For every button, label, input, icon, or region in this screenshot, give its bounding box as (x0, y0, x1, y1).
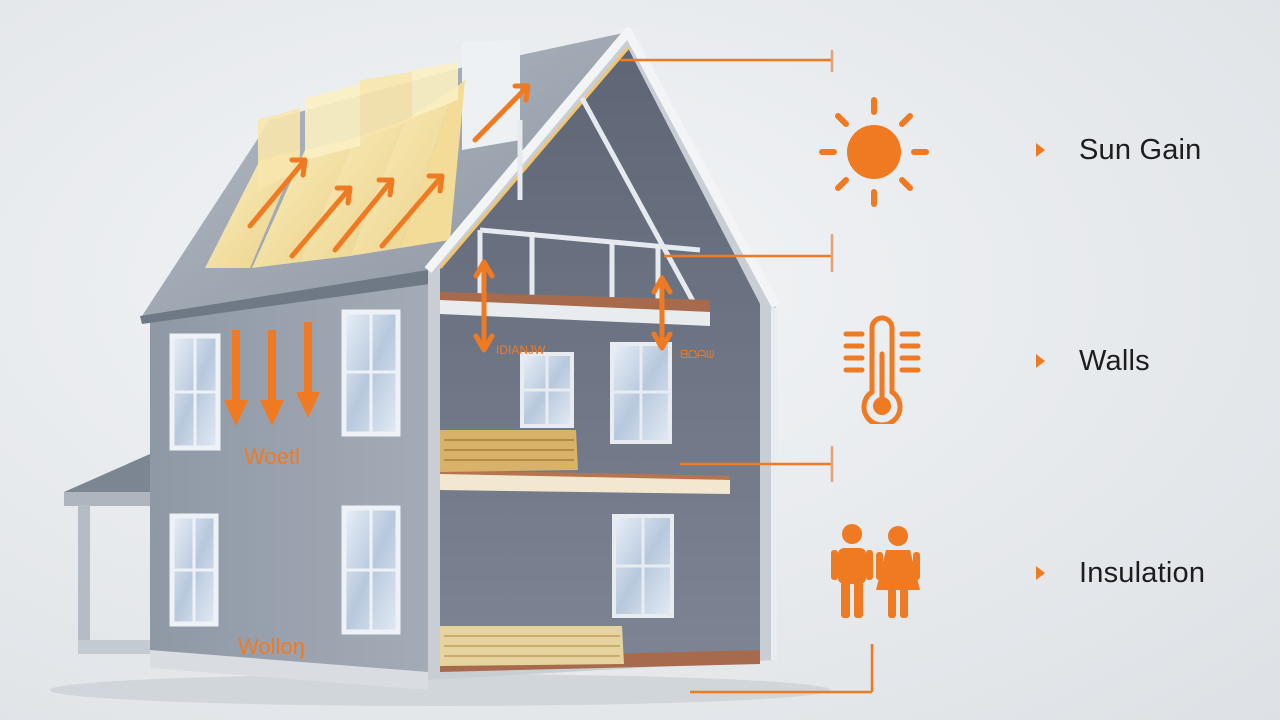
attic-frame (477, 96, 703, 316)
lower-wall-label: Wolloŋ (238, 634, 305, 659)
legend-label: Insulation (1079, 556, 1206, 589)
porch (64, 454, 158, 654)
ground-shadow (50, 674, 830, 706)
exterior-windows (169, 309, 401, 635)
attic-floor (440, 292, 710, 312)
interior-heat-arrows (473, 259, 673, 353)
foundation (150, 650, 428, 690)
people-icon (831, 524, 920, 618)
roof-edge (140, 268, 444, 324)
roof-heat-arrows (247, 83, 531, 259)
chimney (462, 40, 520, 150)
roof-insulation (205, 62, 465, 268)
upper-wall-label: Woetl (244, 444, 300, 469)
legend-item-walls: Walls (1036, 341, 1150, 381)
interior-right-label: ᗺᗝᗩᗯ (680, 349, 714, 361)
wall-heat-arrows (224, 322, 320, 426)
bullet-arrow-icon (1036, 566, 1045, 580)
bullet-arrow-icon (1036, 354, 1045, 368)
legend-item-insulation: Insulation (1036, 553, 1205, 593)
legend-label: Walls (1079, 344, 1150, 377)
sun-icon (819, 97, 929, 207)
legend-item-sun-gain: Sun Gain (1036, 130, 1202, 170)
interior-label: IDIANJW (496, 343, 546, 357)
bullet-arrow-icon (1036, 143, 1045, 157)
thermometer-icon (843, 315, 921, 424)
insulation-bales (440, 430, 624, 666)
interior-windows (520, 342, 674, 618)
leader-lines (620, 50, 874, 694)
legend-label: Sun Gain (1079, 133, 1202, 166)
attic-floor-slab (440, 300, 710, 326)
interior-cutaway (440, 48, 760, 668)
